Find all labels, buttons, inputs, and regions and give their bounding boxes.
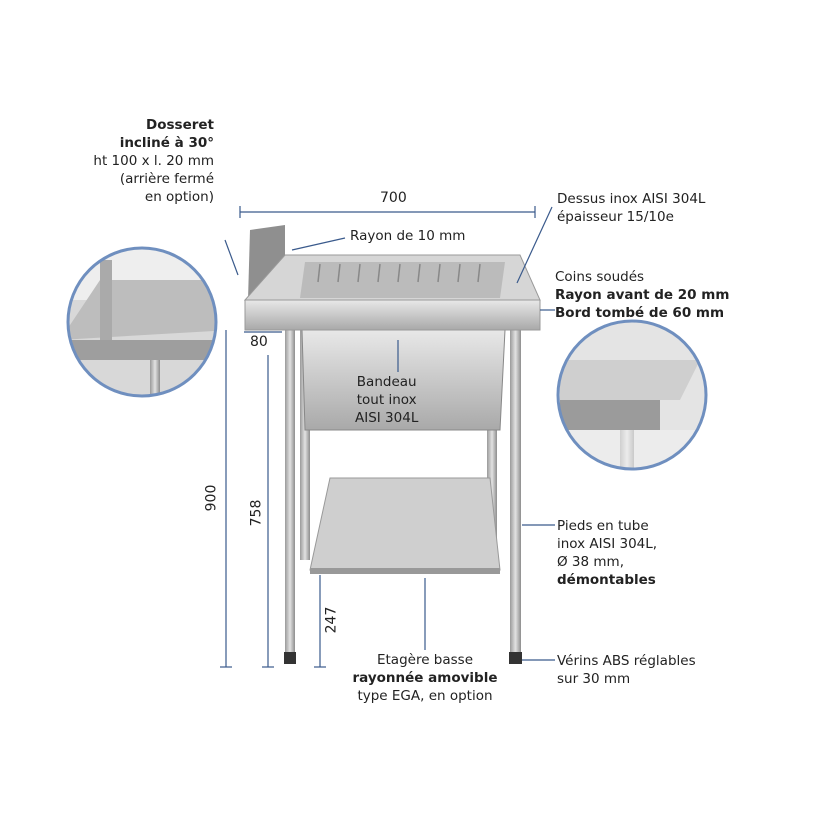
label-line: Rayon avant de 20 mm (555, 287, 730, 303)
label-line: Ø 38 mm, (557, 554, 624, 570)
label-line: (arrière fermé (119, 171, 214, 187)
label-bandeau: Bandeau tout inox AISI 304L (355, 373, 418, 427)
label-line: Dosseret (146, 117, 214, 133)
leg-height-dimension: 758 (248, 499, 265, 527)
label-line: Pieds en tube (557, 518, 649, 534)
label-line: démontables (557, 572, 656, 588)
label-line: incliné à 30° (119, 135, 214, 151)
detail-circle-corner (556, 319, 708, 471)
label-line: AISI 304L (355, 410, 419, 426)
label-line: rayonnée amovible (352, 670, 498, 686)
label-dessus: Dessus inox AISI 304L épaisseur 15/10e (557, 190, 705, 226)
shelf-height-dimension: 247 (323, 606, 340, 634)
label-line: type EGA, en option (357, 688, 493, 704)
edge-dimension: 80 (250, 334, 268, 350)
label-line: épaisseur 15/10e (557, 209, 674, 225)
label-etagere: Etagère basse rayonnée amovible type EGA… (340, 651, 510, 705)
label-line: ht 100 x l. 20 mm (93, 153, 214, 169)
label-line: en option) (144, 189, 214, 205)
label-line: tout inox (356, 392, 417, 408)
label-line: inox AISI 304L, (557, 536, 658, 552)
label-coins: Coins soudés Rayon avant de 20 mm Bord t… (555, 268, 729, 322)
label-line: Bord tombé de 60 mm (555, 305, 725, 321)
height-dimension: 900 (203, 484, 220, 512)
dimension-lines (220, 206, 555, 668)
label-line: Dessus inox AISI 304L (557, 191, 706, 207)
label-line: Bandeau (356, 374, 417, 390)
detail-circle-backsplash (66, 246, 218, 398)
label-verins: Vérins ABS réglables sur 30 mm (557, 652, 696, 688)
label-pieds: Pieds en tube inox AISI 304L, Ø 38 mm, d… (557, 517, 657, 589)
label-line: sur 30 mm (557, 671, 631, 687)
label-rayon: Rayon de 10 mm (350, 228, 466, 244)
label-line: Etagère basse (376, 652, 474, 668)
label-line: Coins soudés (555, 269, 645, 285)
width-dimension: 700 (380, 190, 407, 206)
label-line: Vérins ABS réglables (557, 653, 696, 669)
label-dosseret: Dosseret incliné à 30° ht 100 x l. 20 mm… (93, 116, 214, 206)
sink-table (243, 225, 541, 664)
